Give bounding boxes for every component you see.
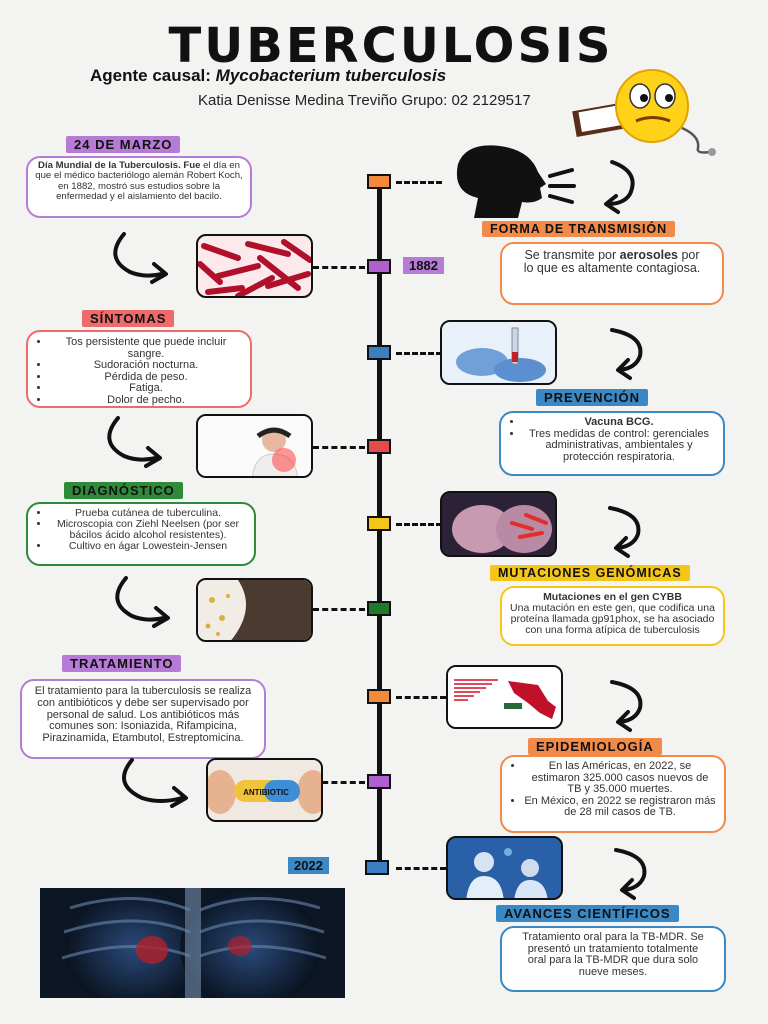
box-sintomas: Tos persistente que puede incluir sangre…	[26, 330, 252, 408]
connector	[313, 266, 365, 269]
scientists-image	[446, 836, 563, 900]
label-24-marzo: 24 de marzo	[66, 136, 181, 153]
chest-xray-image	[40, 888, 345, 998]
timeline-node	[367, 259, 391, 274]
label-sintomas: Síntomas	[82, 310, 175, 327]
connector	[313, 608, 365, 611]
list-item: Vacuna BCG.	[523, 416, 715, 429]
curved-arrow-icon	[610, 328, 643, 380]
list-item: Pérdida de peso.	[50, 371, 242, 384]
page-title: TUBERCULOSIS	[168, 18, 614, 74]
label-mutaciones: Mutaciones genómicas	[490, 565, 690, 581]
timeline-node	[367, 516, 391, 531]
box-tratamiento: El tratamiento para la tuberculosis se r…	[20, 679, 266, 759]
lab-image	[440, 320, 557, 385]
timeline-node	[367, 689, 391, 704]
curved-arrow-icon	[610, 680, 643, 732]
cough-head-icon	[456, 145, 635, 218]
culture-image	[196, 578, 313, 642]
curved-arrow-icon	[122, 758, 188, 808]
curved-arrow-icon	[107, 416, 162, 468]
lungs-image	[440, 491, 557, 557]
antibiotic-image: ANTIBIOTIC	[206, 758, 323, 822]
author-line: Katia Denisse Medina Treviño Grupo: 02 2…	[198, 92, 531, 109]
box-diagnostico: Prueba cutánea de tuberculina. Microscop…	[26, 502, 256, 566]
curved-arrow-icon	[115, 576, 170, 628]
list-item: En México, en 2022 se registraron más de…	[524, 795, 716, 819]
antibiotic-label: ANTIBIOTIC	[243, 788, 289, 797]
doctor-emoji-icon	[572, 69, 716, 156]
connector	[396, 867, 446, 870]
bacteria-image	[196, 234, 313, 298]
timeline-node	[367, 439, 391, 454]
curved-arrow-icon	[608, 506, 641, 558]
connector	[396, 181, 442, 184]
list-item: Sudoración nocturna.	[50, 360, 242, 372]
timeline-node	[367, 601, 391, 616]
timeline-node	[367, 774, 391, 789]
box-transmision: Se transmite por aerosoles por lo que es…	[500, 242, 724, 305]
curved-arrow-icon	[614, 848, 647, 900]
connector	[313, 446, 365, 449]
coughing-person-image	[196, 414, 313, 478]
subtitle: Agente causal: Mycobacterium tuberculosi…	[90, 66, 447, 85]
list-item: Fatiga.	[50, 383, 242, 395]
curved-arrow-icon	[113, 232, 168, 284]
label-prevencion: Prevención	[536, 389, 648, 406]
list-item: Microscopia con Ziehl Neelsen (por ser b…	[50, 519, 246, 541]
box-avances: Tratamiento oral para la TB-MDR. Se pres…	[500, 926, 726, 992]
label-diagnostico: Diagnóstico	[64, 482, 183, 499]
list-item: Tos persistente que puede incluir sangre…	[50, 336, 242, 360]
box-24-marzo: Día Mundial de la Tuberculosis. Fue el d…	[26, 156, 252, 218]
year-badge-1882: 1882	[403, 257, 444, 274]
year-badge-2022: 2022	[288, 857, 329, 874]
timeline-node	[367, 345, 391, 360]
connector	[396, 523, 442, 526]
list-item: Prueba cutánea de tuberculina.	[50, 508, 246, 519]
box-prevencion: Vacuna BCG. Tres medidas de control: ger…	[499, 411, 725, 476]
epidemiology-map-image	[446, 665, 563, 729]
label-tratamiento: Tratamiento	[62, 655, 182, 672]
list-item: Cultivo en ágar Lowestein-Jensen	[50, 541, 246, 552]
list-item: Tres medidas de control: gerenciales adm…	[523, 428, 715, 464]
box-epidemiologia: En las Américas, en 2022, se estimaron 3…	[500, 755, 726, 833]
list-item: Dolor de pecho.	[50, 394, 242, 407]
connector	[396, 352, 442, 355]
timeline-node	[365, 860, 389, 875]
timeline-node	[367, 174, 391, 189]
list-item: En las Américas, en 2022, se estimaron 3…	[524, 760, 716, 796]
connector	[396, 696, 446, 699]
label-transmision: Forma de transmisión	[482, 221, 676, 237]
label-avances: Avances científicos	[496, 905, 679, 922]
connector	[313, 781, 365, 784]
label-epidemiologia: Epidemiología	[528, 738, 662, 755]
